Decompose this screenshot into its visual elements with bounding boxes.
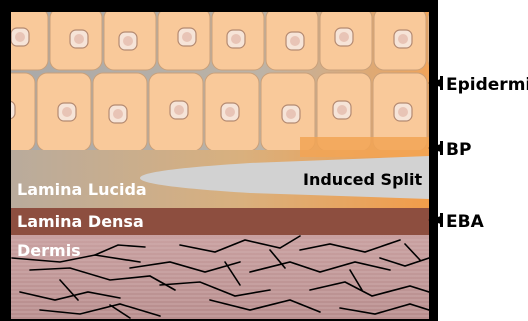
lamina-lucida-label: Lamina Lucida [17,180,147,199]
cell-nucleolus [113,109,123,119]
cell-nucleolus [337,105,347,115]
cell-nucleolus [123,36,133,46]
cell-nucleolus [339,32,349,42]
epidermis-pointer-bar [440,76,443,90]
cell-nucleolus [225,107,235,117]
cell-nucleus [445,105,463,123]
cell-nucleolus [398,107,408,117]
cell-nucleolus [231,34,241,44]
cell-nucleolus [62,107,72,117]
epidermis-cells-top-row [0,8,480,70]
cell-nucleolus [286,109,296,119]
cell-nucleolus [15,32,25,42]
cell-nucleolus [182,32,192,42]
induced-split-label: Induced Split [303,170,422,189]
epidermis-label: Epidermis [446,75,528,95]
cell-nucleolus [290,36,300,46]
cell-nucleolus [447,36,457,46]
bp-label: BP [446,140,471,160]
cell-nucleus [443,32,461,50]
cell-nucleolus [449,109,459,119]
eba-label: EBA [446,212,485,232]
eba-pointer-bar [440,213,443,227]
dermis-label: Dermis [17,241,81,260]
cell-nucleolus [174,105,184,115]
bp-strip [300,137,429,157]
cell-nucleolus [74,34,84,44]
cell-nucleolus [398,34,408,44]
bp-pointer-bar [440,141,443,155]
lamina-densa-label: Lamina Densa [17,212,144,231]
